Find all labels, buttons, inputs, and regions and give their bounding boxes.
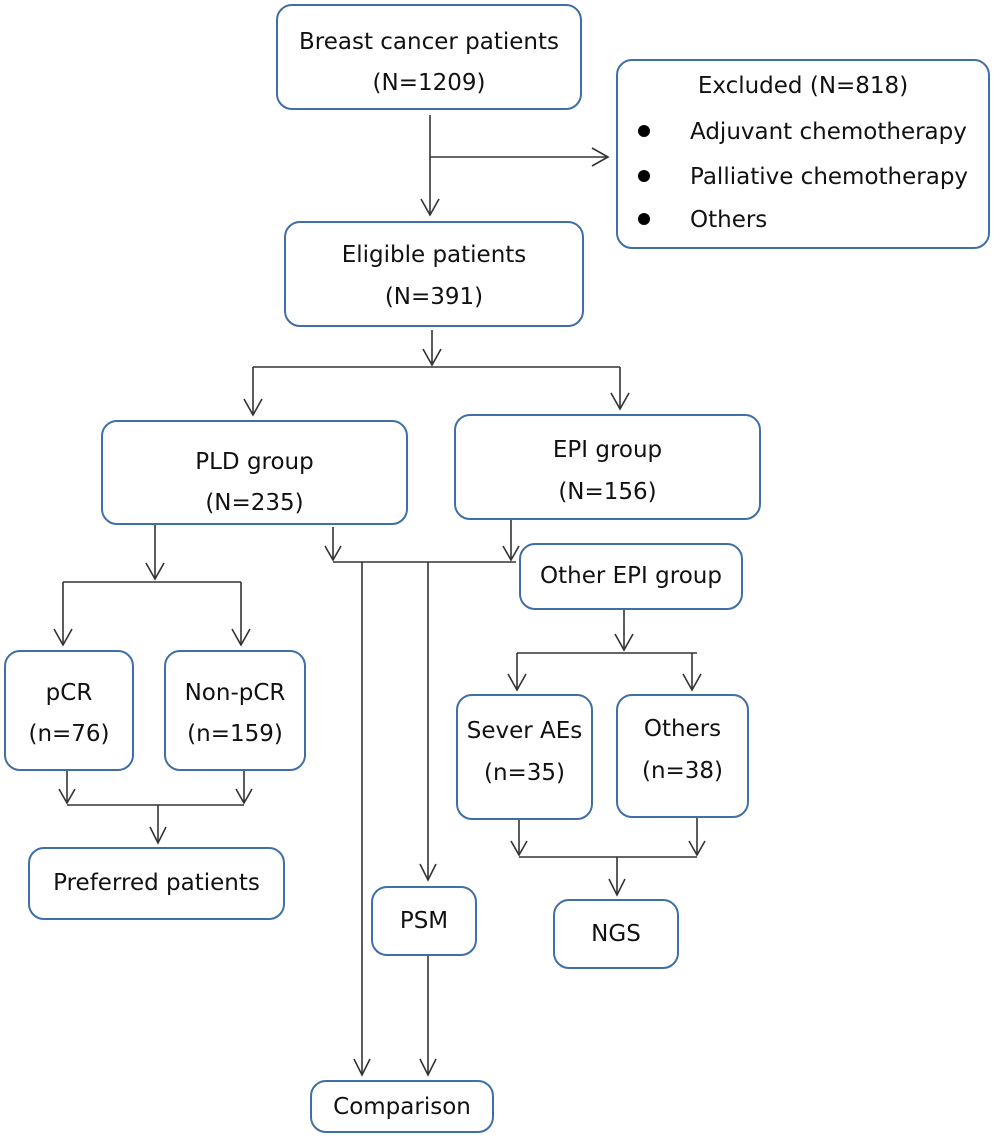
node-count: (n=159) xyxy=(187,721,283,747)
node-label: PSM xyxy=(399,908,449,934)
node-label: pCR xyxy=(45,680,93,706)
connector-to-ngs xyxy=(510,818,706,897)
node-psm: PSM xyxy=(371,886,477,956)
connector-pld-split xyxy=(53,525,251,647)
node-label: Preferred patients xyxy=(53,870,260,896)
connector-to-excluded xyxy=(430,147,610,167)
node-count: (N=1209) xyxy=(372,70,486,96)
connector-other-epi-split xyxy=(507,610,702,692)
connector-comparison-bar xyxy=(324,520,520,1077)
bullet-icon xyxy=(638,169,650,182)
node-label: Sever AEs xyxy=(466,718,583,744)
node-breast-cancer-patients: Breast cancer patients (N=1209) xyxy=(276,4,582,110)
connector-main-to-eligible xyxy=(420,115,440,217)
node-label: Others xyxy=(643,716,722,742)
bullet-icon xyxy=(638,124,650,137)
excluded-item-label: Others xyxy=(690,207,768,233)
node-other-epi-group: Other EPI group xyxy=(519,543,743,610)
node-count: (n=38) xyxy=(641,758,724,784)
node-label: Non-pCR xyxy=(184,680,286,706)
node-count: (N=235) xyxy=(205,490,304,516)
node-preferred-patients: Preferred patients xyxy=(28,847,285,920)
node-label: Eligible patients xyxy=(341,242,527,268)
node-pcr: pCR (n=76) xyxy=(4,650,134,771)
node-count: (N=391) xyxy=(384,284,484,310)
node-label: Comparison xyxy=(333,1094,471,1120)
excluded-item: Palliative chemotherapy xyxy=(638,164,968,190)
excluded-item-label: Adjuvant chemotherapy xyxy=(690,119,967,145)
excluded-item-label: Palliative chemotherapy xyxy=(690,164,969,190)
node-epi-group: EPI group (N=156) xyxy=(454,414,761,520)
bullet-icon xyxy=(638,212,650,225)
connector-eligible-split xyxy=(243,330,630,417)
node-pld-group: PLD group (N=235) xyxy=(101,420,408,525)
node-label: Other EPI group xyxy=(540,563,722,589)
node-non-pcr: Non-pCR (n=159) xyxy=(164,650,306,771)
excluded-item: Others xyxy=(638,207,767,233)
connector-psm-to-comparison xyxy=(419,956,437,1077)
node-ngs: NGS xyxy=(553,899,679,969)
node-label: PLD group xyxy=(195,449,314,475)
node-eligible-patients: Eligible patients (N=391) xyxy=(284,221,584,327)
node-count: (N=156) xyxy=(558,479,657,505)
node-label: NGS xyxy=(591,921,641,947)
node-count: (n=76) xyxy=(28,721,110,747)
node-comparison: Comparison xyxy=(310,1080,494,1133)
excluded-item: Adjuvant chemotherapy xyxy=(638,119,967,145)
node-count: (n=35) xyxy=(483,760,566,786)
connector-to-preferred xyxy=(58,770,253,845)
excluded-title: Excluded (N=818) xyxy=(697,73,909,99)
node-label: Breast cancer patients xyxy=(299,29,559,55)
node-sever-aes: Sever AEs (n=35) xyxy=(456,694,593,820)
node-label: EPI group xyxy=(552,437,663,463)
node-others: Others (n=38) xyxy=(616,694,749,818)
node-excluded: Excluded (N=818) Adjuvant chemotherapy P… xyxy=(616,59,990,249)
